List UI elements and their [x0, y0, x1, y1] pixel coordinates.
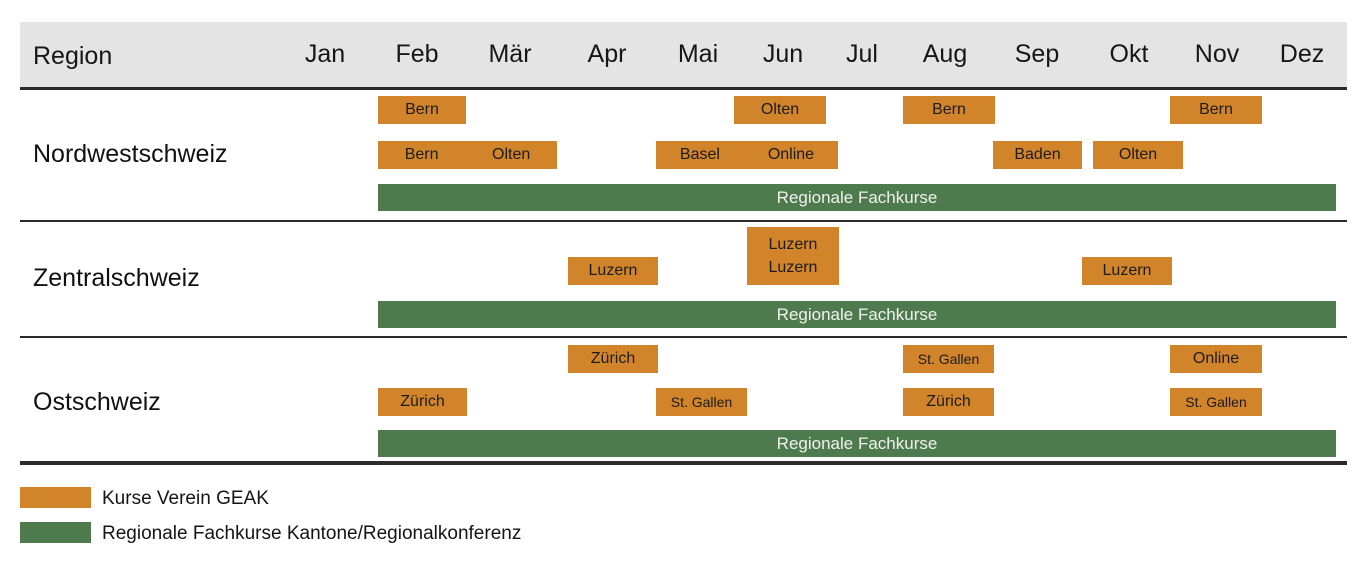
month-label-nov: Nov	[1194, 40, 1240, 68]
course-bar: Luzern	[568, 257, 658, 285]
month-label-dez: Dez	[1279, 40, 1325, 68]
course-bar-label: Luzern	[768, 235, 818, 253]
course-bar-label: Bern	[405, 101, 439, 118]
month-header-band	[20, 22, 1347, 87]
course-bar-label: Online	[1192, 350, 1240, 367]
course-bar-label: Zürich	[400, 393, 445, 410]
month-label-apr: Apr	[587, 40, 627, 68]
course-bar-label: Bern	[1199, 101, 1233, 118]
course-bar: Olten	[734, 96, 826, 124]
course-bar-label: Bern	[404, 146, 439, 163]
course-bar: Baden	[993, 141, 1082, 169]
course-bar-label: Online	[767, 146, 815, 163]
course-bar-label: St. Gallen	[670, 394, 733, 410]
course-bar: Zürich	[568, 345, 658, 373]
course-bar-label: St. Gallen	[917, 351, 980, 367]
course-bar-label: Luzern	[588, 262, 638, 279]
regional-fachkurse-bar: Regionale Fachkurse	[378, 184, 1336, 211]
region-column-header: Region	[33, 42, 113, 70]
course-bar: St. Gallen	[903, 345, 994, 373]
course-bar-label: Zürich	[926, 393, 971, 410]
month-label-mai: Mai	[677, 40, 719, 68]
bottom-border-line	[20, 461, 1347, 465]
course-bar: Luzern	[1082, 257, 1172, 285]
row-divider-line-1	[20, 220, 1347, 222]
course-bar-label: Luzern	[768, 258, 818, 276]
month-label-jun: Jun	[762, 40, 804, 68]
regional-fachkurse-label: Regionale Fachkurse	[776, 433, 938, 453]
course-bar-label: Olten	[1118, 146, 1158, 163]
course-bar: Zürich	[903, 388, 994, 416]
course-bar: St. Gallen	[656, 388, 747, 416]
course-bar: St. Gallen	[1170, 388, 1262, 416]
row-divider-line-2	[20, 336, 1347, 338]
legend-label-fachkurse: Regionale Fachkurse Kantone/Regionalkonf…	[102, 523, 522, 544]
course-bar-label: Baden	[1014, 146, 1061, 163]
course-bar-label: Luzern	[1102, 262, 1152, 279]
regional-fachkurse-bar: Regionale Fachkurse	[378, 430, 1336, 457]
month-label-jul: Jul	[846, 40, 878, 68]
region-label-nordwestschweiz: Nordwestschweiz	[33, 140, 228, 168]
course-bar: Basel Online	[656, 141, 838, 169]
legend-swatch-geak	[20, 487, 91, 508]
legend-label-geak: Kurse Verein GEAK	[102, 488, 269, 509]
month-label-feb: Feb	[395, 40, 439, 68]
course-bar-label: Bern	[932, 101, 966, 118]
course-bar: Bern	[903, 96, 995, 124]
month-label-sep: Sep	[1014, 40, 1060, 68]
month-label-okt: Okt	[1109, 40, 1149, 68]
course-bar-label: Basel	[679, 146, 720, 163]
month-label-jan: Jan	[304, 40, 346, 68]
course-bar-label: Zürich	[590, 350, 636, 367]
course-bar: Bern	[1170, 96, 1262, 124]
course-bar: Online	[1170, 345, 1262, 373]
legend-swatch-fachkurse	[20, 522, 91, 543]
course-bar-double: Luzern Luzern	[747, 227, 839, 285]
month-label-aug: Aug	[922, 40, 968, 68]
month-label-mar: Mär	[488, 40, 532, 68]
header-divider-line	[20, 87, 1347, 90]
course-bar: Bern	[378, 96, 466, 124]
course-bar: Zürich	[378, 388, 467, 416]
region-label-ostschweiz: Ostschweiz	[33, 388, 161, 416]
course-bar-label: Olten	[492, 146, 531, 163]
regional-fachkurse-bar: Regionale Fachkurse	[378, 301, 1336, 328]
regional-fachkurse-label: Regionale Fachkurse	[776, 304, 938, 324]
regional-fachkurse-label: Regionale Fachkurse	[776, 187, 938, 207]
course-bar-label: Olten	[760, 101, 800, 118]
region-label-zentralschweiz: Zentralschweiz	[33, 264, 200, 292]
course-bar: Bern Olten	[378, 141, 557, 169]
course-bar-label: St. Gallen	[1185, 394, 1247, 410]
course-bar: Olten	[1093, 141, 1183, 169]
